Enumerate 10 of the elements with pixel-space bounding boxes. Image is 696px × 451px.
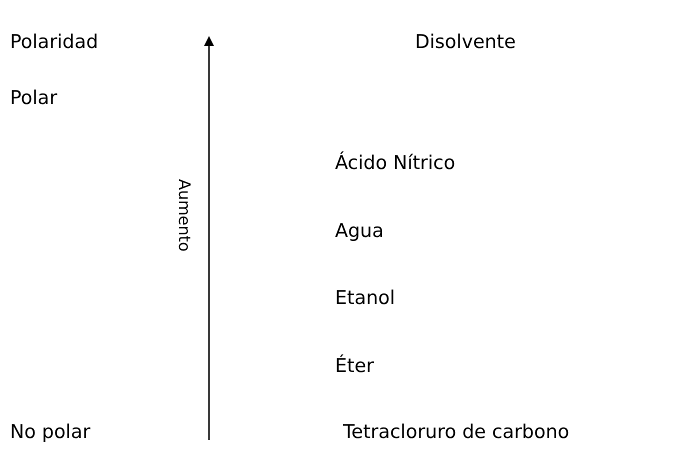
axis-title: Polaridad bbox=[10, 30, 98, 54]
solvent-name: Ácido Nítrico bbox=[335, 151, 456, 175]
solvent-name: Agua bbox=[335, 219, 384, 243]
solvent-name: Tetracloruro de carbono bbox=[343, 420, 570, 444]
column-heading: Disolvente bbox=[415, 30, 516, 54]
scale-label: No polar bbox=[10, 420, 90, 444]
scale-label: Polar bbox=[10, 86, 58, 110]
solvent-name: Éter bbox=[335, 354, 374, 378]
arrow-label: Aumento bbox=[174, 178, 194, 252]
solvent-name: Etanol bbox=[335, 286, 396, 310]
